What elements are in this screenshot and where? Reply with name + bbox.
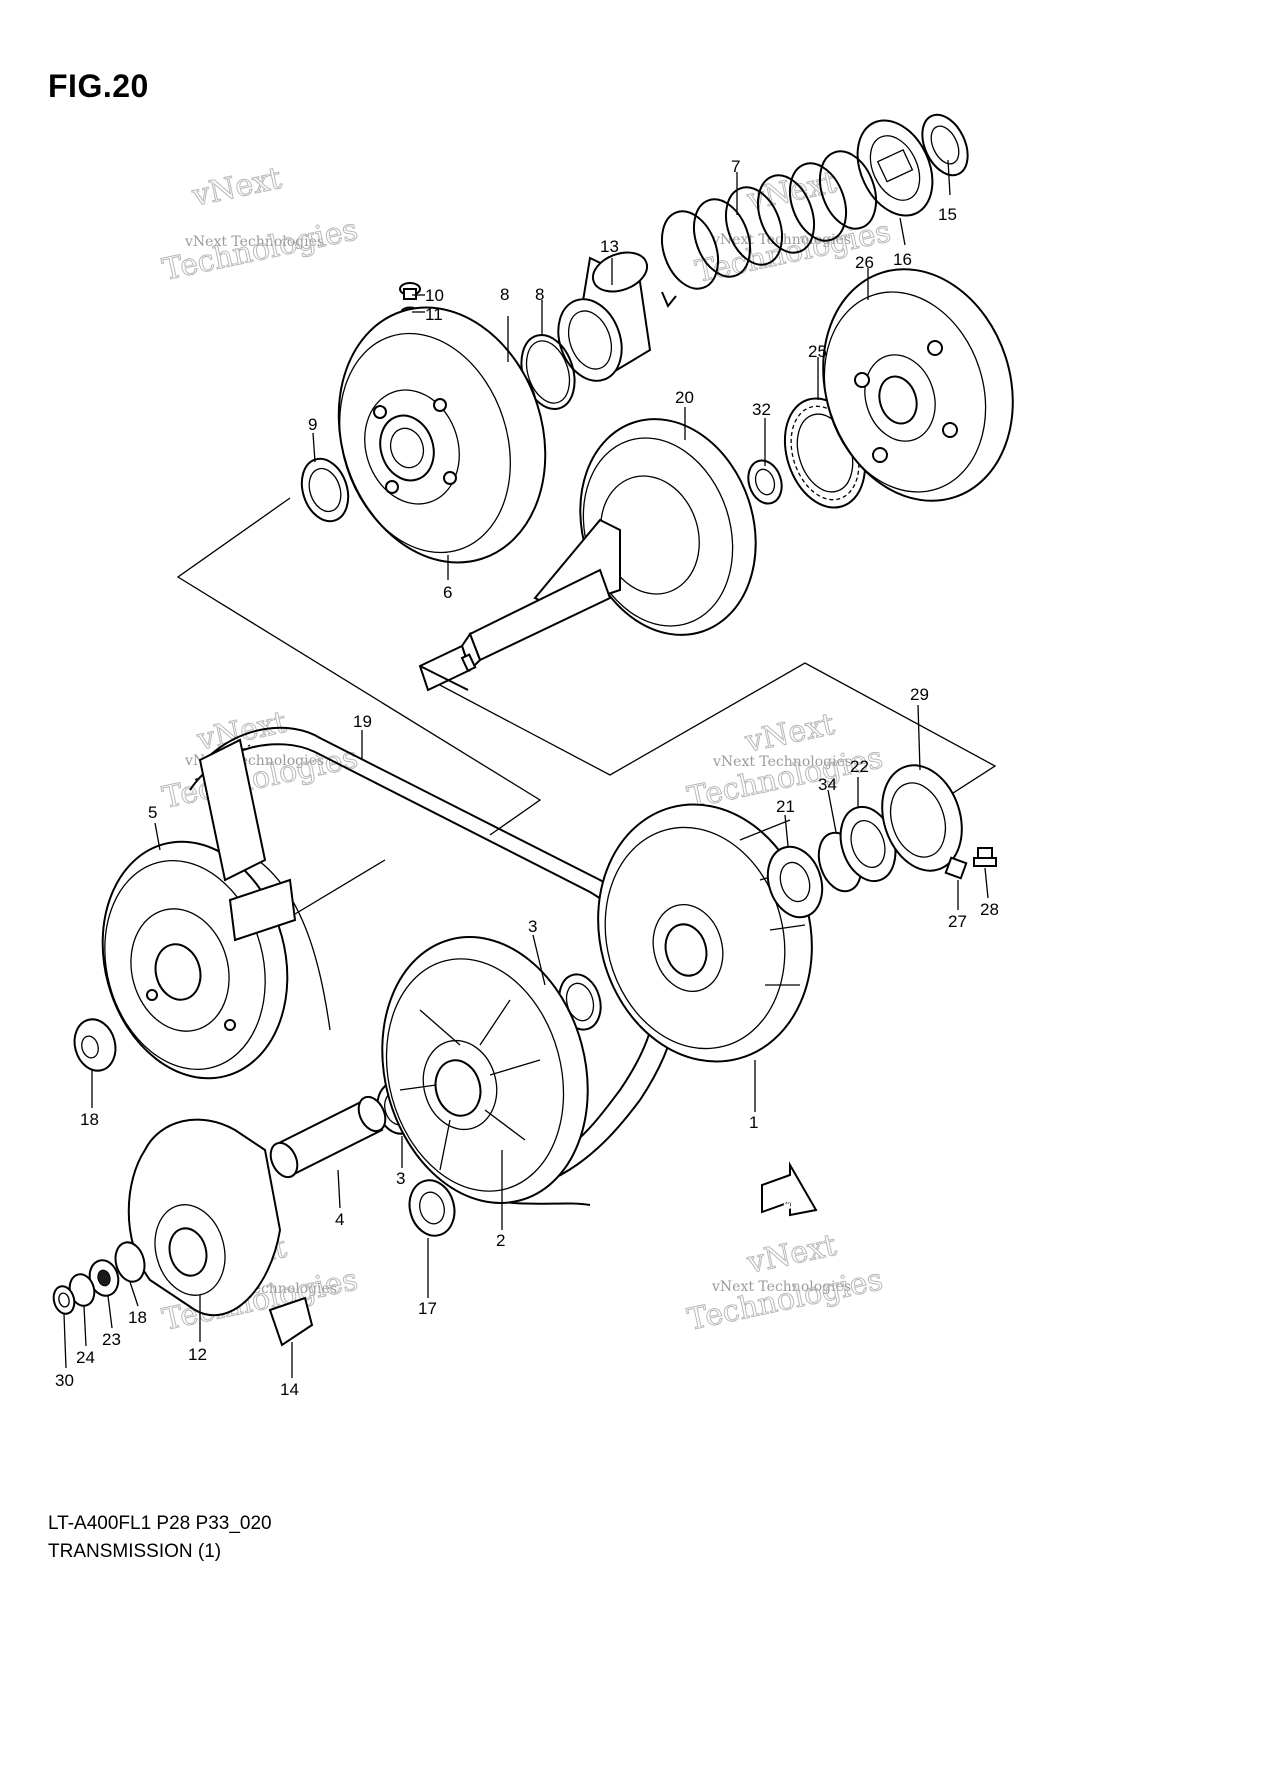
- callout-9: 9: [308, 415, 317, 434]
- callout-34: 34: [818, 775, 837, 794]
- callout-26: 26: [855, 253, 874, 272]
- callout-10: 10: [425, 286, 444, 305]
- callout-19: 19: [353, 712, 372, 731]
- callout-11: 11: [425, 305, 443, 324]
- part-29-bearing: [881, 764, 963, 872]
- watermark-bottom-right: vNext vNext Technologies Technologies: [684, 1227, 886, 1338]
- callout-32: 32: [752, 400, 771, 419]
- callout-27: 27: [948, 912, 967, 931]
- callout-3-upper: 3: [528, 917, 537, 936]
- part-21-bearing: [766, 845, 824, 919]
- callout-4: 4: [335, 1210, 344, 1229]
- part-2-movable-drive-face: [381, 936, 589, 1204]
- watermark-text: vNext Technologies: [184, 234, 324, 250]
- watermark-text: vNext Technologies: [711, 1279, 851, 1295]
- callout-8-b: 8: [535, 285, 544, 304]
- part-17-bearing: [408, 1179, 456, 1237]
- part-22-oil-seal: [839, 805, 897, 883]
- callout-1: 1: [749, 1113, 758, 1132]
- callout-18-upper: 18: [80, 1110, 99, 1129]
- model-code-caption: LT-A400FL1 P28 P33_020: [48, 1513, 272, 1534]
- watermark-top-left: vNext vNext Technologies Technologies: [159, 160, 361, 288]
- part-27-nut: [944, 856, 968, 880]
- callout-28: 28: [980, 900, 999, 919]
- part-12-drive-plate: [127, 1118, 282, 1317]
- callout-12: 12: [188, 1345, 207, 1364]
- part-15-lock-nut: [921, 113, 969, 177]
- callout-5: 5: [148, 803, 157, 822]
- callout-18-lower: 18: [128, 1308, 147, 1327]
- callout-7: 7: [731, 157, 740, 176]
- part-30-nut: [52, 1285, 76, 1315]
- part-32-collar: [747, 459, 783, 505]
- watermark-brand-text: Technologies: [159, 740, 360, 816]
- part-18-washer-lower: [114, 1241, 146, 1283]
- callout-8-a: 8: [500, 285, 509, 304]
- watermark-brand-text: Technologies: [159, 212, 360, 288]
- part-4-spacer-tube: [269, 1095, 387, 1179]
- callout-24: 24: [76, 1348, 95, 1367]
- callout-16: 16: [893, 250, 912, 269]
- callout-30: 30: [55, 1371, 74, 1390]
- figure-title: FIG.20: [48, 68, 149, 104]
- part-14-slide-piece: [268, 1296, 314, 1347]
- callout-20: 20: [675, 388, 694, 407]
- callout-21: 21: [776, 797, 795, 816]
- callout-15: 15: [938, 205, 957, 224]
- callout-14: 14: [280, 1380, 299, 1399]
- part-23-washer: [88, 1259, 120, 1297]
- callout-leader-lines: [63, 159, 989, 1378]
- part-1-driven-pulley: [597, 803, 813, 1063]
- part-18-washer-upper: [73, 1018, 117, 1072]
- part-26-clutch-carrier: [822, 268, 1014, 502]
- callout-labels: 7 15 16 13 26 10 11 8 8 25 20 32 9 6 29 …: [55, 157, 999, 1399]
- part-7-clutch-spring: [660, 150, 878, 308]
- callout-17: 17: [418, 1299, 437, 1318]
- assembly-line-upper: [176, 497, 542, 836]
- forward-direction-badge: FWD: [761, 1161, 818, 1216]
- part-13-spacer: [557, 251, 652, 382]
- watermark-text: vNext Technologies: [712, 754, 852, 770]
- callout-3-lower: 3: [396, 1169, 405, 1188]
- callout-13: 13: [600, 237, 619, 256]
- part-10-bolt: [399, 282, 421, 300]
- callout-23: 23: [102, 1330, 121, 1349]
- part-6-driven-face: [337, 306, 547, 564]
- part-28-bolt: [973, 847, 997, 867]
- part-5-drive-face: [101, 738, 297, 1080]
- callout-29: 29: [910, 685, 929, 704]
- part-20-clutch-housing: [418, 418, 757, 692]
- callout-25: 25: [808, 342, 827, 361]
- section-name-caption: TRANSMISSION (1): [48, 1541, 222, 1562]
- watermark-brand-text: vNext: [188, 161, 284, 214]
- callout-6: 6: [443, 583, 452, 602]
- callout-2: 2: [496, 1231, 505, 1250]
- callout-22: 22: [850, 757, 869, 776]
